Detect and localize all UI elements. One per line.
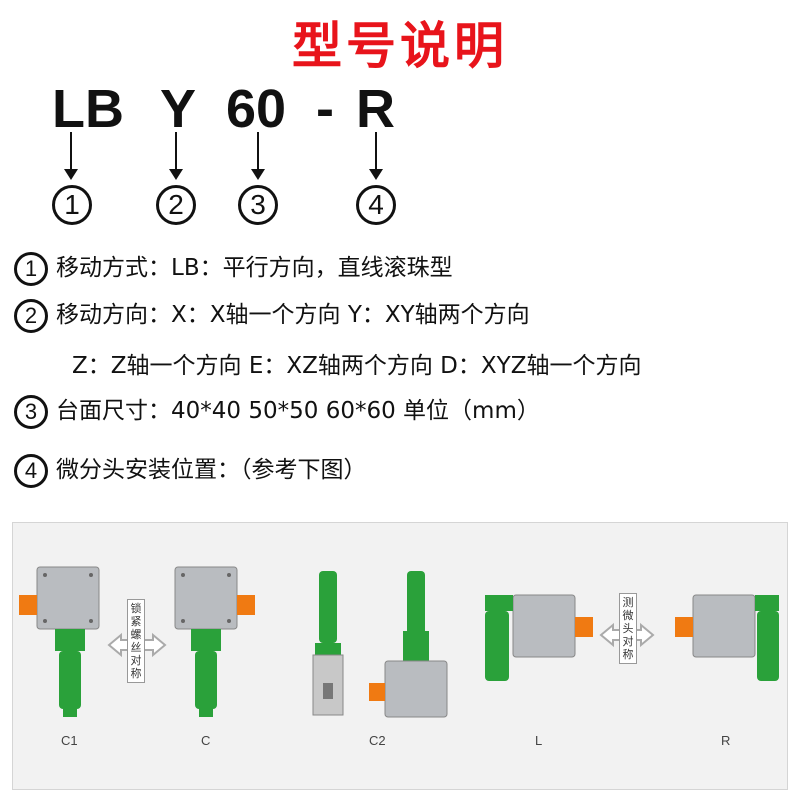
stage-c2 (312, 571, 448, 718)
spec-line-3: 3 台面尺寸：40*40 50*50 60*60 单位（mm） (14, 391, 540, 429)
spec-line-1: 1 移动方式：LB：平行方向，直线滚珠型 (14, 248, 453, 286)
label-c: C (201, 733, 211, 748)
marker-3: 3 (14, 394, 48, 429)
marker-1: 1 (14, 251, 48, 286)
spec-text-2: 移动方向：X：X轴一个方向 Y：XY轴两个方向 (56, 302, 530, 328)
stage-r (675, 594, 779, 681)
marker-4: 4 (356, 185, 396, 225)
label-c2: C2 (369, 733, 386, 748)
spec-text-4: 微分头安装位置：（参考下图） (56, 457, 367, 483)
label-r: R (721, 733, 731, 748)
marker-3: 3 (238, 185, 278, 225)
arrow-down-icon (169, 132, 183, 180)
spec-text-1: 移动方式：LB：平行方向，直线滚珠型 (56, 255, 453, 281)
code-part-1: LB (52, 79, 124, 139)
marker-4: 4 (14, 453, 48, 488)
code-dash: - (316, 79, 334, 139)
mounting-diagram-svg (19, 566, 779, 718)
label-c1: C1 (61, 733, 78, 748)
arrow-down-icon (369, 132, 383, 180)
spec-text-3: 台面尺寸：40*40 50*50 60*60 单位（mm） (56, 398, 540, 424)
tag-lock-screw: 锁紧螺丝对称 (127, 599, 145, 683)
arrow-down-icon (64, 132, 78, 180)
spec-line-4: 4 微分头安装位置：（参考下图） (14, 450, 367, 488)
tag-micrometer: 测微头对称 (619, 593, 637, 664)
code-part-4: R (356, 79, 395, 139)
marker-1: 1 (52, 185, 92, 225)
code-part-3: 60 (226, 79, 287, 139)
code-part-2: Y (160, 79, 197, 139)
label-l: L (535, 733, 543, 748)
stage-c1 (19, 566, 100, 717)
marker-2: 2 (14, 298, 48, 333)
marker-2: 2 (156, 185, 196, 225)
spec-line-2: 2 移动方向：X：X轴一个方向 Y：XY轴两个方向 (14, 295, 530, 333)
stage-l (485, 594, 593, 681)
spec-text-2b: Z：Z轴一个方向 E：XZ轴两个方向 D：XYZ轴一个方向 (72, 353, 642, 379)
stage-c (174, 566, 255, 717)
mounting-diagram: 锁紧螺丝对称 测微头对称 C1 C C2 L R (12, 522, 788, 790)
page-title: 型号说明 (292, 17, 508, 75)
arrow-down-icon (251, 132, 265, 180)
